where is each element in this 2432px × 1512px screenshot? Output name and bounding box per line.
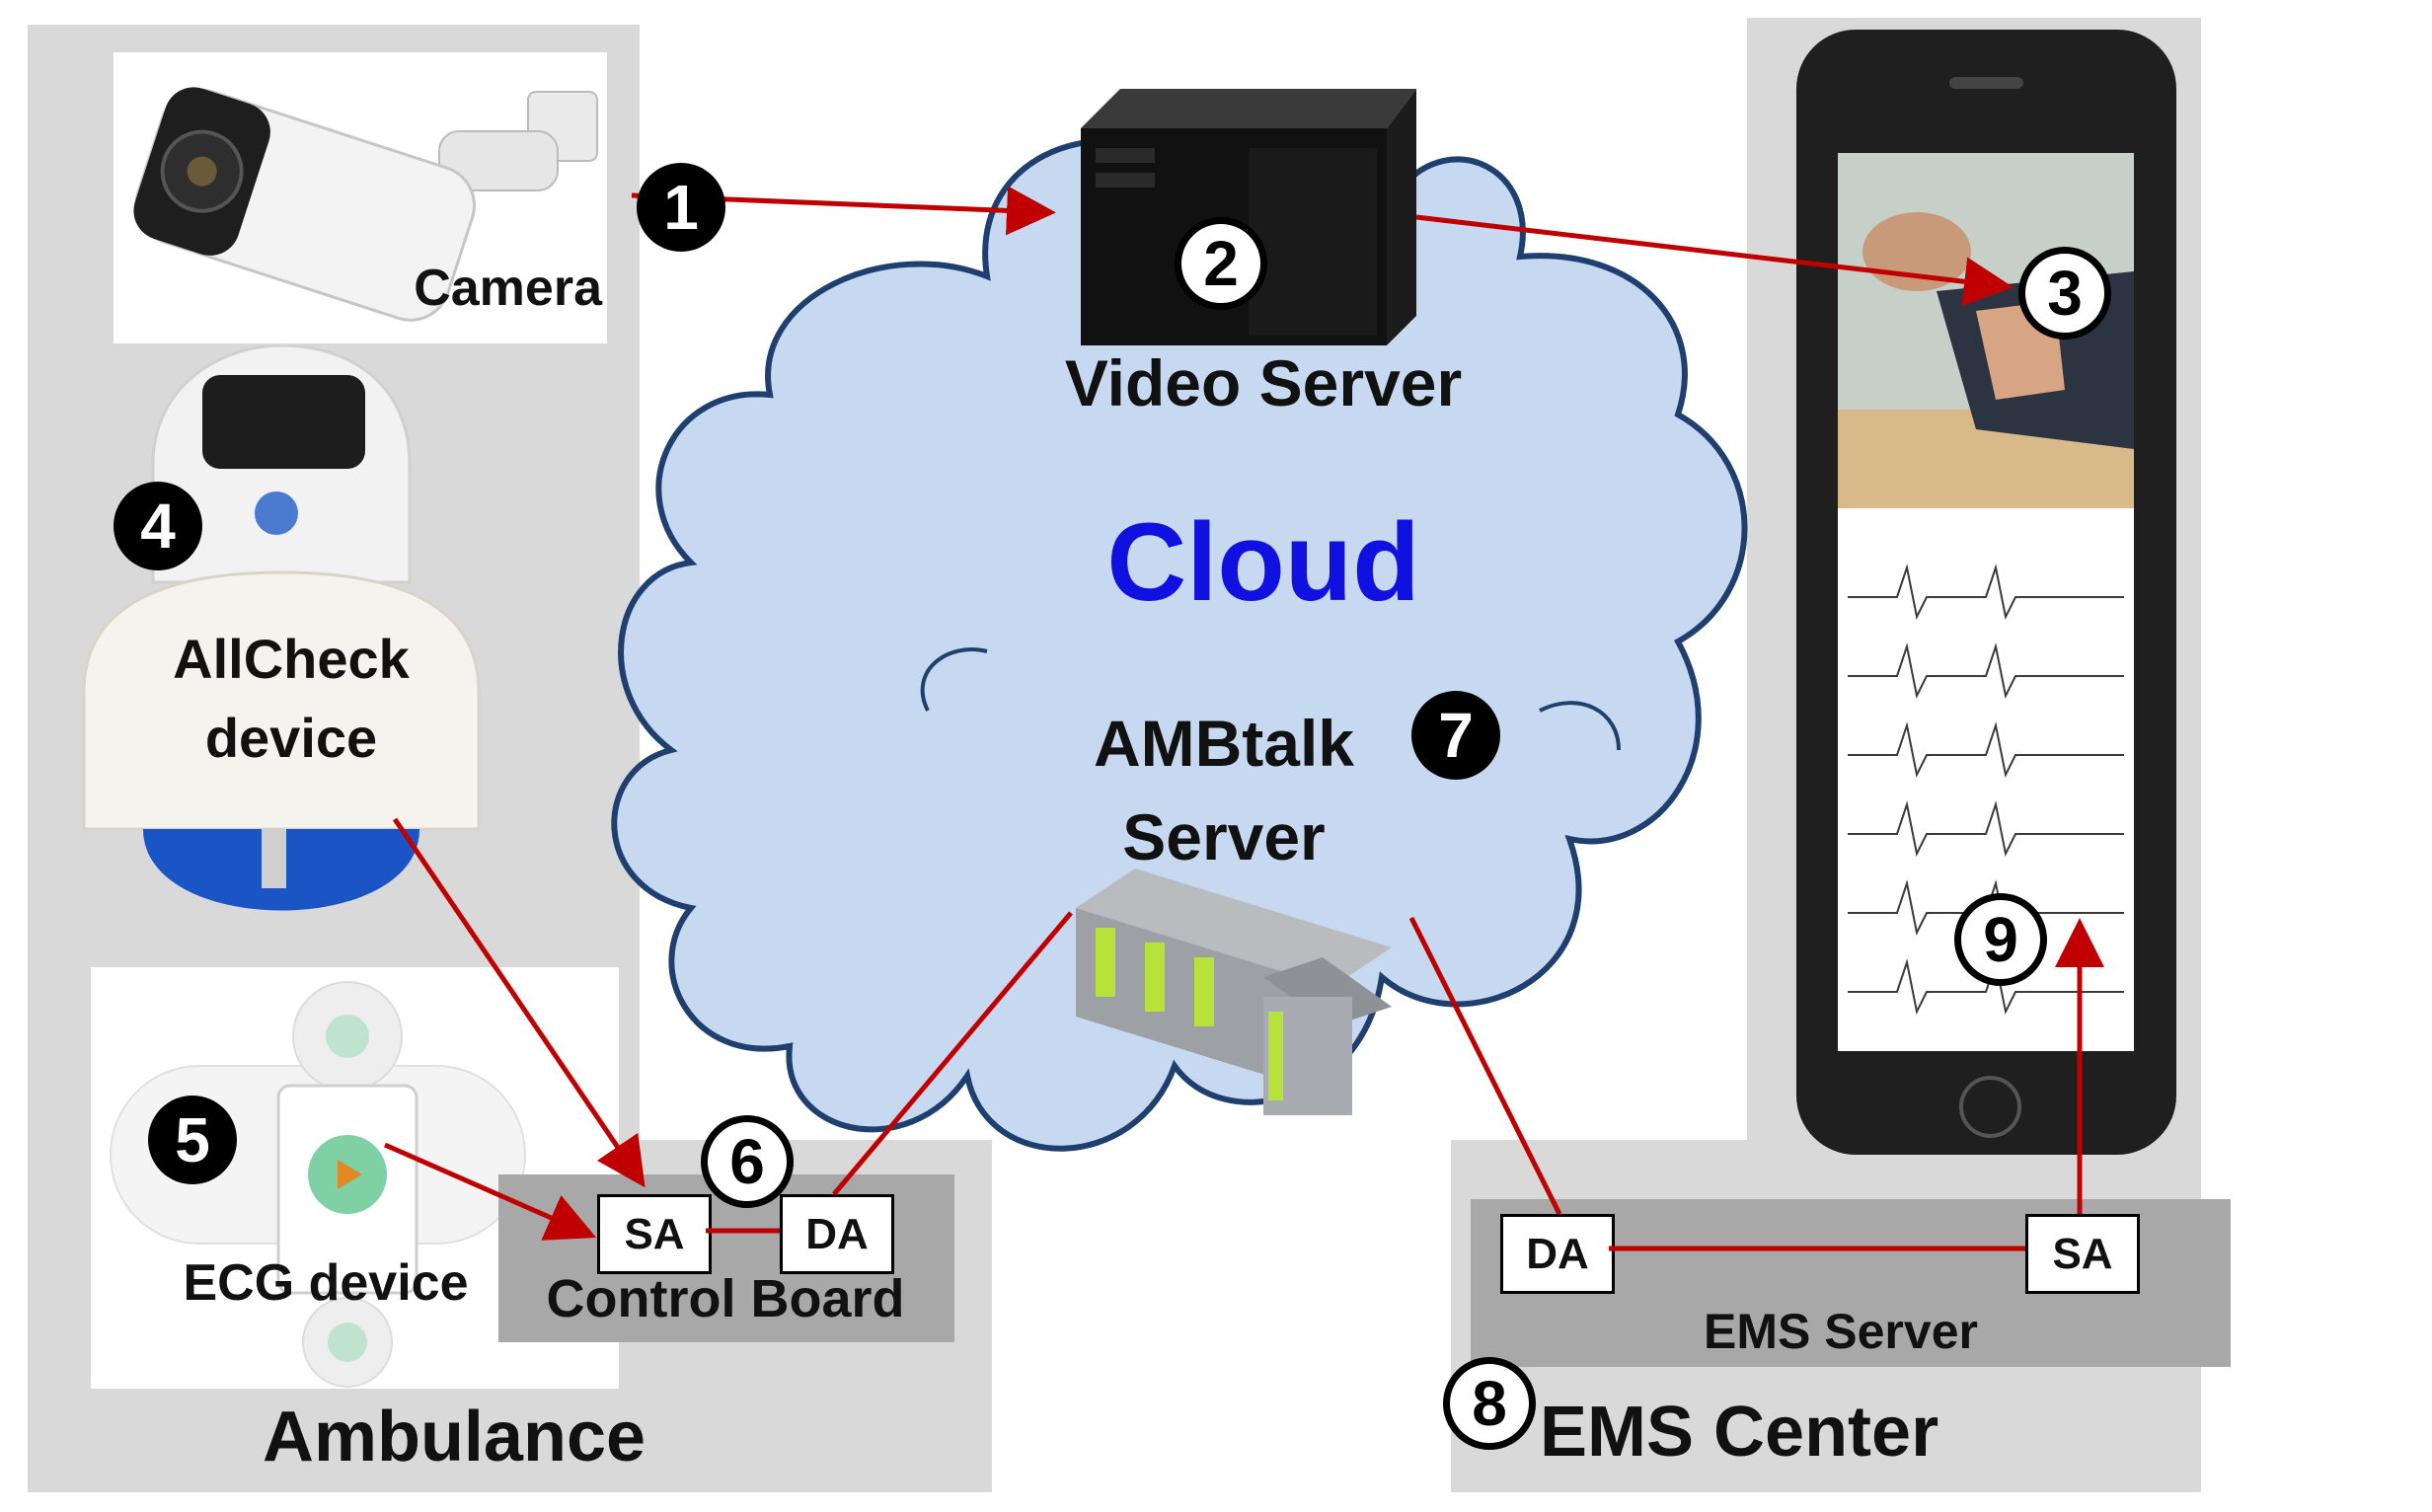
ems-center-label: EMS Center [1540, 1393, 1939, 1472]
allcheck-photo [74, 345, 489, 967]
phone [1796, 30, 2176, 1155]
camera-icon [133, 87, 598, 322]
phone-home-button [1959, 1076, 2021, 1138]
ems-server-sa: SA [2025, 1214, 2140, 1294]
ems-server-da: DA [1500, 1214, 1615, 1294]
step-3-badge: 3 [2018, 247, 2111, 340]
allcheck-label-line1: AllCheck [173, 628, 410, 690]
video-server-icon [1061, 89, 1416, 345]
ambtalk-label-line1: AMBtalk [1093, 707, 1355, 780]
ambtalk-server-icon [1066, 849, 1421, 1125]
video-server-label: Video Server [1064, 346, 1463, 419]
step-2-badge: 2 [1175, 217, 1267, 310]
camera-label: Camera [414, 260, 602, 317]
cloud-label: Cloud [1106, 500, 1420, 624]
step-9-badge: 9 [1954, 893, 2047, 986]
ecg-label: ECG device [183, 1254, 469, 1312]
ambulance-label: Ambulance [262, 1398, 646, 1476]
ambtalk-label-line2: Server [1122, 800, 1326, 873]
allcheck-label-line2: device [204, 707, 378, 769]
ems-server-label: EMS Server [1704, 1304, 1978, 1359]
phone-speaker [1949, 77, 2023, 89]
step-6-badge: 6 [701, 1115, 794, 1208]
step-5-badge: 5 [148, 1096, 237, 1184]
control-board-label: Control Board [546, 1269, 905, 1328]
step-4-badge: 4 [114, 482, 202, 570]
control-board-sa: SA [597, 1194, 712, 1274]
camera-photo [114, 52, 607, 343]
step-8-badge: 8 [1443, 1357, 1536, 1450]
allcheck-icon [82, 345, 481, 911]
control-board-da: DA [780, 1194, 894, 1274]
step-7-badge: 7 [1411, 691, 1500, 780]
step-1-badge: 1 [637, 163, 725, 252]
